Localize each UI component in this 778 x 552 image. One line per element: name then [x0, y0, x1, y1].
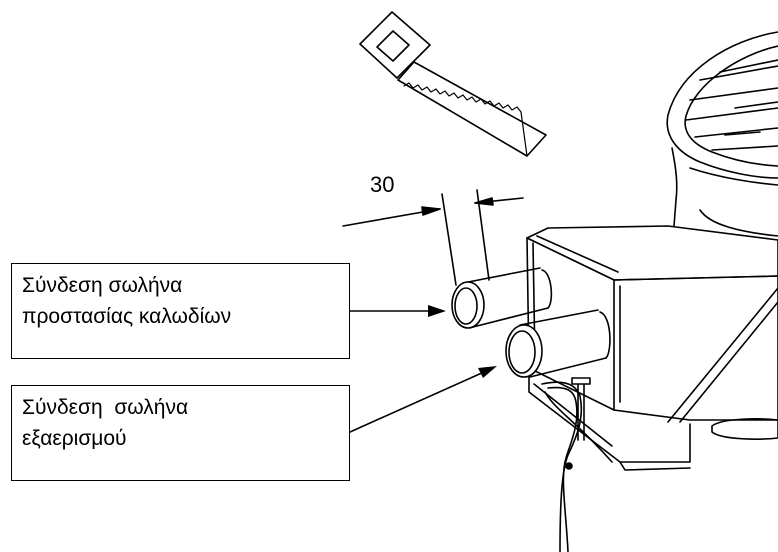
callout-cable-protection: Σύνδεση σωλήνα προστασίας καλωδίων: [11, 263, 350, 359]
callout-line: προστασίας καλωδίων: [22, 305, 232, 328]
tank-lid: [666, 31, 778, 201]
callout-line: Σύνδεση σωλήνα: [22, 274, 183, 297]
dimension-label: 30: [370, 172, 395, 197]
cable-protection-pipe: [451, 267, 553, 329]
callout-line: εξαερισμού: [22, 427, 127, 450]
callout-line: Σύνδεση σωλήνα: [22, 396, 189, 419]
callout-leaders: [349, 305, 497, 433]
callout-venting: Σύνδεση σωλήνα εξαερισμού: [11, 385, 350, 481]
tank-body: [526, 225, 778, 471]
dimension-marker: [342, 189, 524, 286]
cable: [541, 377, 613, 552]
venting-pipe: [505, 309, 611, 378]
saw-icon: [359, 11, 547, 157]
